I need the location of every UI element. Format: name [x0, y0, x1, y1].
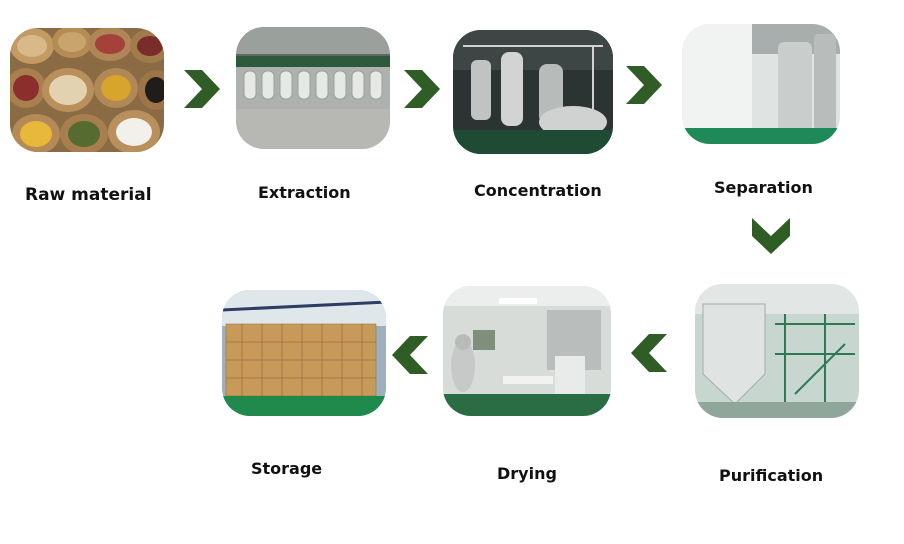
separation-photo — [682, 24, 840, 144]
arrow-left-icon — [392, 336, 428, 374]
step-label-purification: Purification — [719, 466, 824, 485]
step-label-storage: Storage — [251, 459, 323, 478]
extraction-photo — [236, 27, 390, 149]
drying-photo — [443, 286, 611, 416]
arrow-right-icon — [626, 66, 662, 104]
raw-material-photo — [10, 28, 164, 152]
arrow-down-icon — [752, 218, 790, 254]
arrow-left-icon — [631, 334, 667, 372]
storage-photo — [222, 290, 386, 416]
arrow-right-icon — [184, 70, 220, 108]
step-label-concentration: Concentration — [474, 181, 602, 200]
step-label-separation: Separation — [714, 178, 813, 197]
purification-photo — [695, 284, 859, 418]
concentration-photo — [453, 30, 613, 154]
step-label-drying: Drying — [497, 464, 557, 483]
arrow-right-icon — [404, 70, 440, 108]
step-label-raw-material: Raw material — [25, 185, 152, 205]
step-label-extraction: Extraction — [258, 183, 351, 202]
